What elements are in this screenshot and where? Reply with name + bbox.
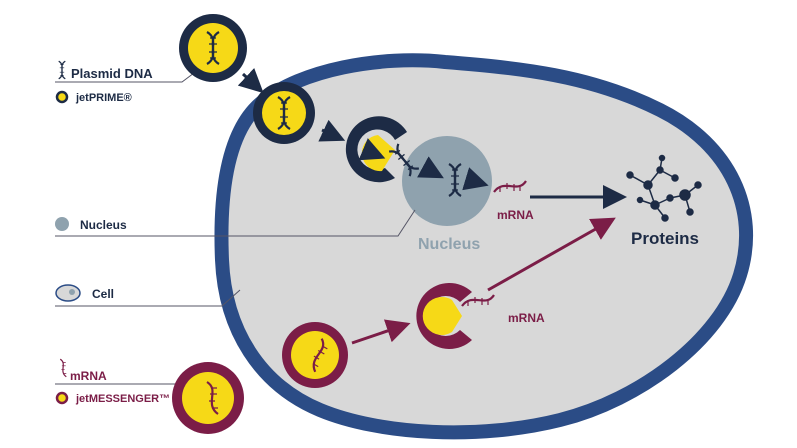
jetmessenger-complex-2	[282, 322, 348, 388]
jetprime-complex-1	[179, 14, 247, 82]
plasmid-dna-icon	[58, 60, 66, 80]
jetmessenger-icon	[55, 391, 69, 405]
mrna-label-cytoplasm: mRNA	[508, 311, 545, 325]
jetprime-icon	[55, 90, 69, 104]
jetmessenger-complex-1	[172, 362, 244, 434]
legend-line-nucleus	[55, 209, 416, 237]
legend-cell-label: Cell	[92, 287, 114, 301]
legend-plasmid-label: Plasmid DNA	[71, 66, 153, 81]
cell-icon	[55, 284, 81, 302]
legend-line-cell	[55, 289, 241, 307]
mrna-icon	[59, 358, 67, 378]
nucleus-icon	[55, 217, 69, 231]
endosome-escape-maroon	[416, 283, 496, 349]
mrna-label-nuclear: mRNA	[497, 208, 534, 222]
nucleus-label: Nucleus	[418, 236, 480, 253]
proteins-label: Proteins	[631, 229, 699, 248]
proteins-icon	[626, 154, 702, 222]
legend-mrna-label: mRNA	[70, 369, 107, 383]
legend-jetprime-label: jetPRIME®	[75, 92, 132, 104]
legend-jetmessenger-label: jetMESSENGER™	[75, 393, 170, 405]
legend-nucleus-label: Nucleus	[80, 218, 127, 232]
jetprime-complex-2	[253, 82, 315, 144]
